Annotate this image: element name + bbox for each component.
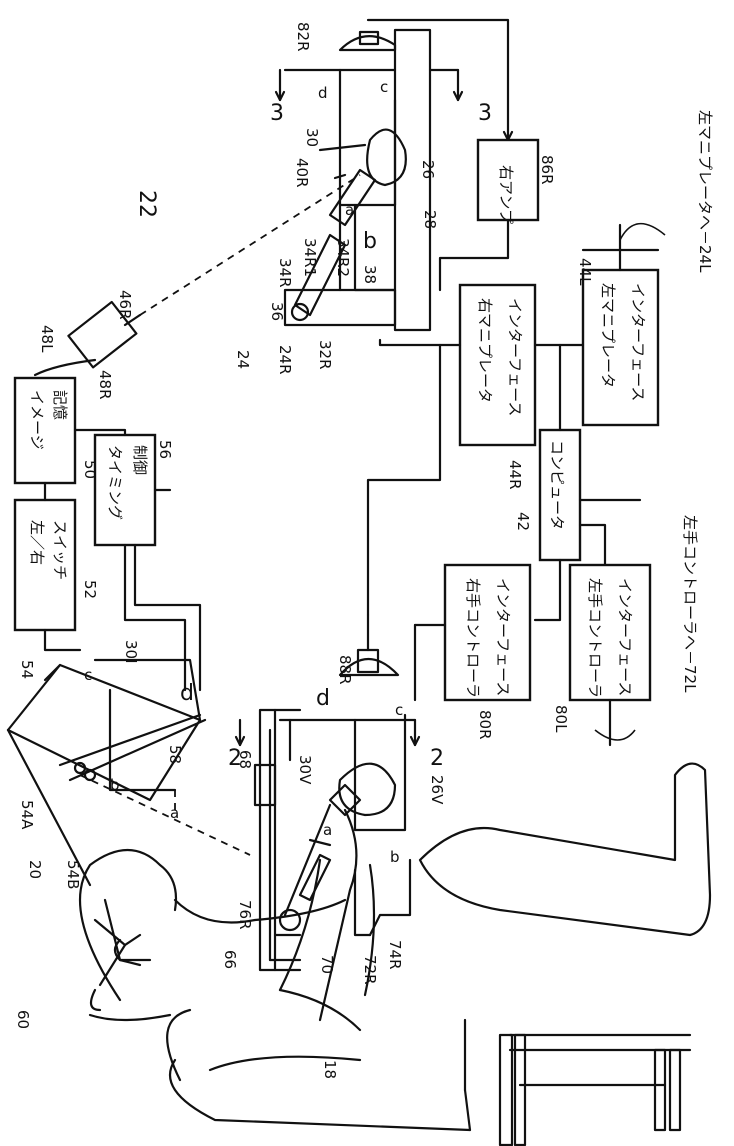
label-24R: 24R <box>276 345 294 375</box>
label-50: 50 <box>81 460 99 479</box>
chair <box>500 1035 690 1145</box>
label-a2: a <box>170 804 179 822</box>
image-memory-box: イメージ 記憶 <box>15 378 75 483</box>
label-c1: c <box>380 78 388 96</box>
label-44L: 44L <box>576 258 594 286</box>
label-54A: 54A <box>18 800 36 830</box>
label-82R: 82R <box>294 22 312 52</box>
wire-manip-to-if <box>380 340 460 345</box>
label-b1: b <box>363 229 377 254</box>
label-58: 58 <box>166 745 184 764</box>
right-manip-if-label-1: 右マニプレータ <box>476 298 494 403</box>
label-88R: 88R <box>336 655 354 685</box>
label-28: 28 <box>421 210 439 229</box>
timing-label-2: 制御 <box>131 445 149 475</box>
wire-to-camera-88R <box>368 345 440 615</box>
label-30: 30 <box>303 128 321 147</box>
left-manip-if-label-1: 左マニプレータ <box>599 283 617 388</box>
label-24: 24 <box>234 350 252 369</box>
viewer-54 <box>8 660 250 885</box>
label-74R: 74R <box>386 940 404 970</box>
label-d1: d <box>318 84 328 102</box>
label-52: 52 <box>81 580 99 599</box>
timing-label-1: タイミング <box>106 445 124 520</box>
left-ctrl-if-label-2: インターフェース <box>616 578 634 696</box>
label-3b: 3 <box>478 101 492 126</box>
right-manip-if-label-2: インターフェース <box>506 298 524 416</box>
image-mem-label-1: イメージ <box>28 390 46 450</box>
label-80R: 80R <box>476 710 494 740</box>
right-amp-label: 右アンプ <box>497 165 515 224</box>
right-ctrl-if-label-1: 右手コントローラ <box>464 578 482 698</box>
label-26: 26 <box>419 160 437 179</box>
right-manipulator-interface-box: 右マニプレータ インターフェース <box>460 285 535 445</box>
label-60: 60 <box>14 1010 32 1029</box>
timing-control-box: タイミング 制御 <box>75 430 170 545</box>
label-66: 66 <box>221 950 239 969</box>
image-mem-label-2: 記憶 <box>51 390 69 420</box>
right-amp-box: 右アンプ <box>440 140 538 290</box>
label-54: 54 <box>18 660 36 679</box>
label-76R: 76R <box>236 900 254 930</box>
label-26V: 26V <box>428 775 446 805</box>
label-20: 20 <box>26 860 44 879</box>
left-manip-if-label-2: インターフェース <box>629 283 647 401</box>
label-68: 68 <box>236 750 254 769</box>
label-2b: 2 <box>430 746 444 771</box>
right-controller-interface-box: 右手コントローラ インターフェース <box>445 565 530 700</box>
label-56: 56 <box>156 440 174 459</box>
label-30I: 30I <box>122 640 140 664</box>
label-34R: 34R <box>276 258 294 288</box>
label-72R: 72R <box>361 955 379 985</box>
left-manipulator-interface-box: 左マニプレータ インターフェース <box>583 224 665 425</box>
label-3a: 3 <box>270 101 284 126</box>
label-a1: a <box>345 201 354 219</box>
label-22: 22 <box>134 190 159 218</box>
label-54B: 54B <box>64 860 82 889</box>
label-48L: 48L <box>38 325 56 353</box>
label-70: 70 <box>318 955 336 974</box>
right-ctrl-if-label-2: インターフェース <box>494 578 512 696</box>
label-80L: 80L <box>552 705 570 733</box>
note-to-left-manipulator: 左マニプレータへ－24L <box>696 110 714 273</box>
label-d3: d <box>316 686 330 711</box>
controller-66 <box>236 710 419 970</box>
label-18: 18 <box>321 1060 339 1079</box>
lr-switch-label-2: スイッチ <box>51 520 69 580</box>
label-a3: a <box>323 821 332 839</box>
label-44R: 44R <box>506 460 524 490</box>
computer-label: コンピュータ <box>548 440 566 530</box>
label-30V: 30V <box>296 755 314 785</box>
label-48R: 48R <box>96 370 114 400</box>
label-b2: b <box>110 776 120 794</box>
label-b3: b <box>390 848 400 866</box>
label-c2: c <box>84 666 92 684</box>
label-d2: d <box>180 681 194 706</box>
label-42: 42 <box>514 512 532 531</box>
left-controller-interface-box: 左手コントローラ インターフェース <box>570 565 650 745</box>
label-38: 38 <box>361 265 379 284</box>
label-40R: 40R <box>293 158 311 188</box>
label-46R: 46R <box>116 290 134 320</box>
note-to-left-controller: 左手コントローラへ－72L <box>681 515 699 693</box>
label-86R: 86R <box>538 155 556 185</box>
label-34R2: 34R2 <box>334 238 352 277</box>
label-32R: 32R <box>316 340 334 370</box>
left-ctrl-if-label-1: 左手コントローラ <box>586 578 604 698</box>
label-36: 36 <box>268 302 286 321</box>
label-c3: c <box>395 701 403 719</box>
lr-switch-label-1: 左／右 <box>28 520 46 565</box>
label-34R1: 34R1 <box>301 238 319 277</box>
